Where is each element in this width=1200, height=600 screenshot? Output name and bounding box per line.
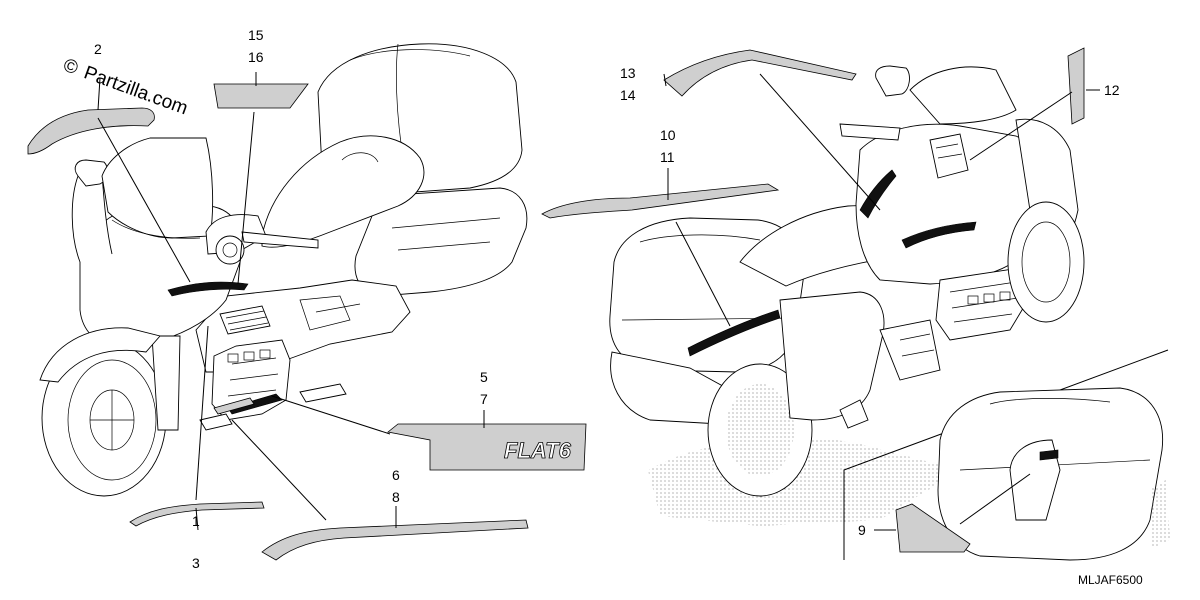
decal-part-10-11[interactable] [541,183,780,219]
flat6-lettering: FLAT6 [504,438,572,463]
decal-part-9[interactable] [895,503,971,553]
callout-7: 7 [480,391,488,407]
callout-2: 2 [94,41,102,57]
decal-part-6-8[interactable] [261,519,529,561]
decal-part-2[interactable] [27,107,155,155]
callout-9: 9 [858,522,866,538]
left-motorcycle-illustration [39,43,528,497]
callout-12: 12 [1104,82,1120,98]
decal-part-15-16[interactable] [213,83,309,109]
decal-part-1-3[interactable] [129,501,265,527]
decal-part-12[interactable] [1067,47,1085,125]
callout-15: 15 [248,27,264,43]
callout-14: 14 [620,87,636,103]
decal-part-5-7[interactable]: FLAT6 [387,423,587,471]
callout-1: 1 [192,513,200,529]
callout-6: 6 [392,467,400,483]
inset-rear-view [843,349,1170,561]
decal-part-13-14[interactable] [663,49,857,97]
callout-3: 3 [192,555,200,571]
callout-13: 13 [620,65,636,81]
diagram-code: MLJAF6500 [1078,573,1143,587]
callout-10: 10 [660,127,676,143]
callout-8: 8 [392,489,400,505]
callout-labels: 2 15 16 1 3 5 7 6 8 13 14 10 11 12 9 [94,27,1120,571]
right-motorcycle-illustration [609,65,1085,526]
copyright-symbol: © [60,55,80,80]
callout-16: 16 [248,49,264,65]
callout-5: 5 [480,369,488,385]
leader-lines [97,72,1100,531]
callout-11: 11 [660,149,675,165]
